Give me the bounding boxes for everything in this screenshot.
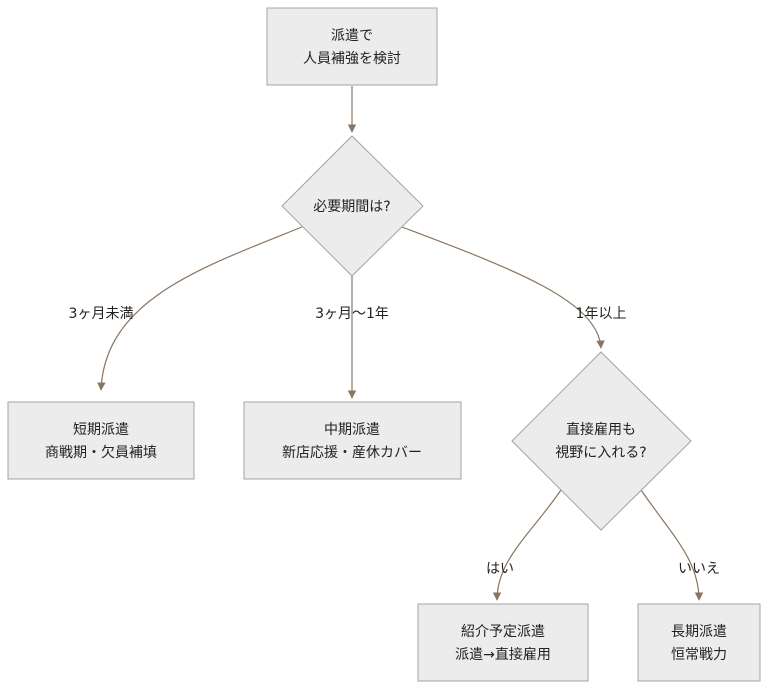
node-short: 短期派遣 商戦期・欠員補填 bbox=[7, 401, 195, 480]
node-short-line2: 商戦期・欠員補填 bbox=[45, 445, 157, 461]
edge-label-short: 3ヶ月未満 bbox=[69, 306, 134, 322]
node-long-line2: 恒常戦力 bbox=[671, 647, 727, 663]
edge-label-mid: 3ヶ月〜1年 bbox=[315, 306, 389, 322]
edge-direct-to-intro bbox=[492, 489, 562, 601]
node-intro-line1: 紹介予定派遣 bbox=[461, 624, 545, 640]
decision-direct: 直接雇用も 視野に入れる? bbox=[511, 351, 692, 531]
node-mid: 中期派遣 新店応援・産休カバー bbox=[243, 401, 462, 480]
decision-period-label: 必要期間は? bbox=[313, 199, 390, 215]
edge-label-long: 1年以上 bbox=[576, 306, 627, 322]
edge-label-yes: はい bbox=[486, 561, 514, 577]
node-long-line1: 長期派遣 bbox=[671, 624, 727, 640]
node-intro: 紹介予定派遣 派遣→直接雇用 bbox=[417, 603, 589, 682]
edge-period-to-short bbox=[97, 226, 303, 391]
node-intro-line2: 派遣→直接雇用 bbox=[455, 646, 551, 663]
node-start-line2: 人員補強を検討 bbox=[303, 51, 401, 67]
decision-period: 必要期間は? bbox=[281, 135, 424, 277]
edge-direct-to-long bbox=[640, 489, 704, 601]
decision-direct-line2: 視野に入れる? bbox=[555, 445, 646, 461]
edge-period-to-direct bbox=[401, 226, 605, 349]
node-start-line1: 派遣で bbox=[331, 28, 373, 44]
node-start: 派遣で 人員補強を検討 bbox=[266, 7, 438, 86]
node-short-line1: 短期派遣 bbox=[73, 422, 129, 438]
node-long: 長期派遣 恒常戦力 bbox=[637, 603, 761, 682]
edge-label-no: いいえ bbox=[678, 561, 720, 577]
decision-direct-line1: 直接雇用も bbox=[566, 421, 636, 438]
node-mid-line2: 新店応援・産休カバー bbox=[282, 445, 422, 461]
node-mid-line1: 中期派遣 bbox=[324, 422, 380, 438]
